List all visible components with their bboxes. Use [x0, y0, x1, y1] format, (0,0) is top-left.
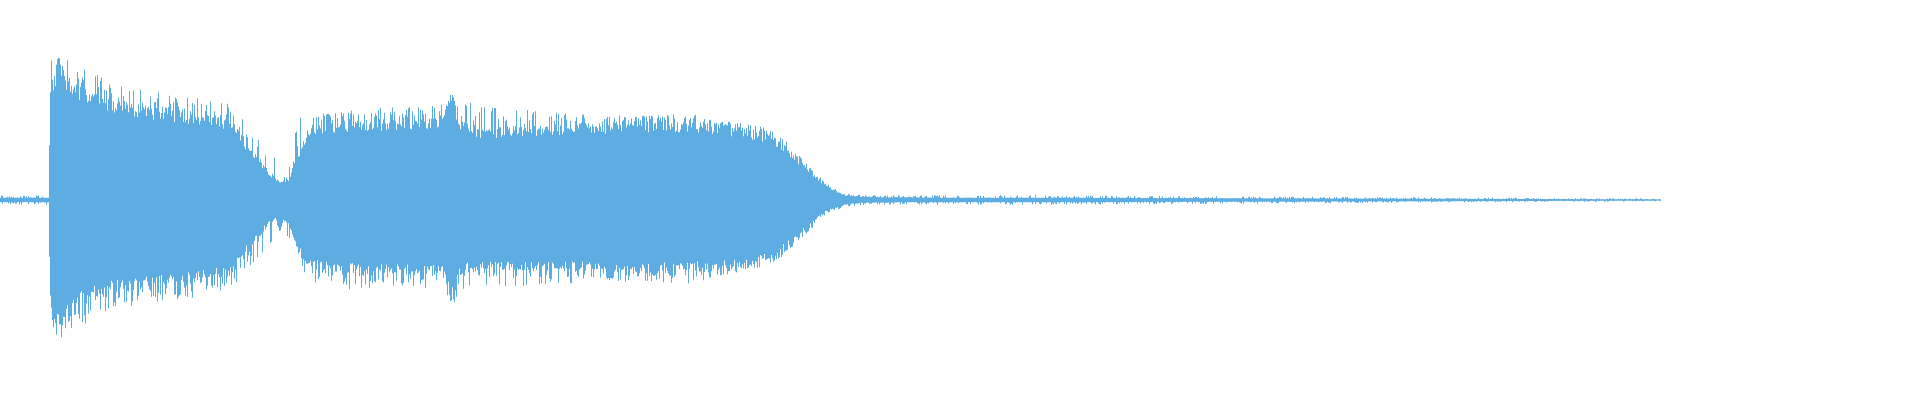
waveform-bars [0, 57, 1661, 338]
